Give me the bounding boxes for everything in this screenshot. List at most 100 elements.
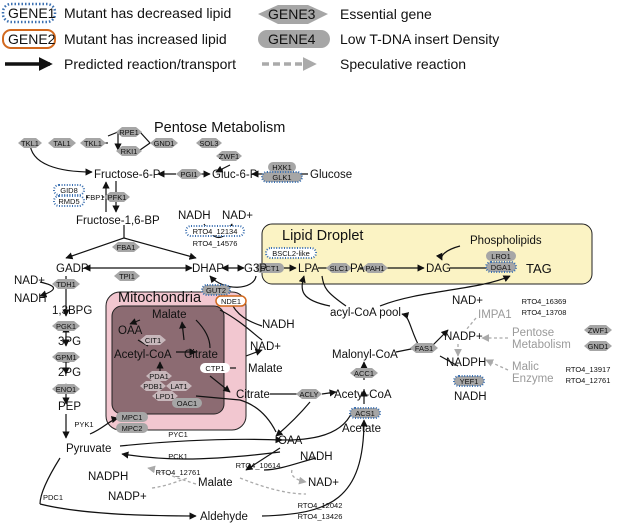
met-acetylcoa: Acetyl-CoA	[334, 389, 392, 401]
gene-pah1	[362, 263, 388, 273]
label-gpm1: GPM1	[55, 353, 76, 362]
label-acs1: ACS1	[355, 409, 375, 418]
label-rto4-13917: RTO4_13917	[566, 365, 611, 374]
met-oaa: OAA	[278, 435, 303, 447]
label-acly: ACLY	[299, 390, 318, 399]
label-mpc2: MPC2	[122, 424, 143, 433]
label-yef1: YEF1	[460, 377, 479, 386]
gene-ctp1	[200, 363, 230, 373]
arrow-fas1-acyl	[401, 312, 421, 349]
gene-mpc1	[116, 412, 148, 422]
arrow-g3p-gut2	[209, 275, 257, 288]
label-tdh1: TDH1	[56, 280, 76, 289]
met-malate-mito: Malate	[152, 309, 187, 321]
legend-gene2-desc: Mutant has increased lipid	[64, 31, 227, 47]
speculative-lines	[147, 317, 509, 495]
gene-bscl2	[265, 247, 317, 259]
label-rto4-13426: RTO4_13426	[298, 512, 343, 521]
label-pck1: PCK1	[168, 452, 188, 461]
label-cit1: CIT1	[145, 336, 161, 345]
label-dga1: DGA1	[491, 263, 511, 272]
met-malate-mid: Malate	[248, 363, 283, 375]
gene-rto4-12134	[185, 225, 245, 237]
met-malonylcoa: Malonyl-CoA	[332, 349, 398, 361]
arrow-f16bp-gadp	[65, 225, 125, 260]
label-gnd1: GND1	[154, 139, 175, 148]
gene-mpc2	[116, 423, 148, 433]
gene-yef1	[453, 375, 485, 387]
label-glk1: GLK1	[272, 173, 291, 182]
arrow-pdc-aldehyde	[39, 503, 197, 520]
label-rto4-14576: RTO4_14576	[193, 239, 238, 248]
met-fructose16bp: Fructose-1,6-BP	[76, 215, 160, 227]
legend-gene4: GENE4	[268, 31, 316, 47]
met-impa1: IMPA1	[478, 309, 512, 321]
arrow-pentose-1	[29, 141, 93, 176]
legend: GENE1 Mutant has decreased lipid GENE2 M…	[1, 2, 499, 72]
lipid-droplet-title: Lipid Droplet	[282, 228, 363, 244]
gene-tpi1	[114, 271, 140, 281]
gene-slc1	[326, 263, 352, 273]
gene-acc1	[350, 368, 378, 378]
label-pfk1: PFK1	[108, 193, 127, 202]
label-rpe1: RPE1	[119, 128, 139, 137]
gene-nde1	[215, 295, 247, 307]
gene-labels: TKL1 TAL1 TKL1 RPE1 RKI1 GND1 SOL3 ZWF1 …	[21, 128, 610, 521]
gene-tal1	[48, 138, 76, 148]
met-citrate-mito: Citrate	[184, 349, 218, 361]
label-acc1: ACC1	[354, 369, 374, 378]
met-oaa-mito: OAA	[118, 325, 143, 337]
arrow-pentose-7	[215, 164, 231, 173]
gene-pda1	[146, 371, 172, 381]
legend-gene1: GENE1	[8, 5, 56, 21]
arrow-nadh-mid	[219, 309, 263, 341]
met-g3p: G3P	[244, 263, 267, 275]
dashed-malic-nadph	[485, 359, 509, 371]
legend-increased-box	[2, 29, 56, 49]
legend-gene2: GENE2	[8, 31, 56, 47]
label-fbp1: FBP1	[86, 193, 105, 202]
pentose-title: Pentose Metabolism	[154, 120, 285, 136]
arrow-pyr-pdc	[39, 457, 61, 505]
gene-zwf1	[216, 151, 242, 161]
label-lro1: LRO1	[491, 252, 511, 261]
met-nadplus-left: NAD+	[14, 275, 45, 287]
met-nadplus-mid: NAD+	[250, 341, 281, 353]
label-rto4-13708: RTO4_13708	[522, 308, 567, 317]
met-phospholipids: Phospholipids	[470, 235, 542, 247]
met-nadh-low: NADH	[300, 451, 333, 463]
dashed-impa1	[465, 317, 477, 331]
legend-gene1-desc: Mutant has decreased lipid	[64, 5, 231, 21]
label-gnd1-right: GND1	[588, 342, 609, 351]
legend-lowdensity-shape	[258, 30, 330, 48]
metabolite-labels: Fructose-6-P Gluc-6-P Glucose Fructose-1…	[14, 169, 571, 523]
gene-sct1	[256, 263, 284, 273]
gene-gpm1	[52, 352, 80, 362]
label-lpd1: LPD1	[156, 392, 175, 401]
arrow-acly-acetyl	[321, 389, 337, 397]
met-citrate-mid: Citrate	[236, 389, 270, 401]
gene-fba1	[112, 242, 140, 252]
arrow-oaa-malate	[245, 447, 281, 471]
dashed-malate-acylcoa	[239, 477, 307, 495]
met-nadh-top: NADH	[178, 210, 211, 222]
gene-sol3	[196, 138, 222, 148]
arrow-acyl-lpa	[298, 275, 331, 307]
arrow-pentose-4	[139, 131, 151, 151]
arrow-malate-oaa	[129, 318, 141, 325]
met-gluc6p: Gluc-6-P	[212, 169, 258, 181]
gene-gnd1-right	[584, 341, 612, 351]
label-sct1: SCT1	[260, 264, 279, 273]
met-glucose: Glucose	[310, 169, 352, 181]
label-eno1: ENO1	[56, 385, 76, 394]
legend-gene4-desc: Low T-DNA insert Density	[340, 31, 499, 47]
arrow-malate-nad	[245, 348, 263, 357]
label-rmd5: RMD5	[58, 197, 79, 206]
legend-essential-shape	[258, 5, 328, 24]
arrow-phospholipids-tag	[435, 245, 461, 261]
label-pyc1: PYC1	[168, 430, 188, 439]
gene-acly	[296, 389, 322, 399]
label-rto4-16369: RTO4_16369	[522, 297, 567, 306]
label-mpc1: MPC1	[122, 413, 143, 422]
